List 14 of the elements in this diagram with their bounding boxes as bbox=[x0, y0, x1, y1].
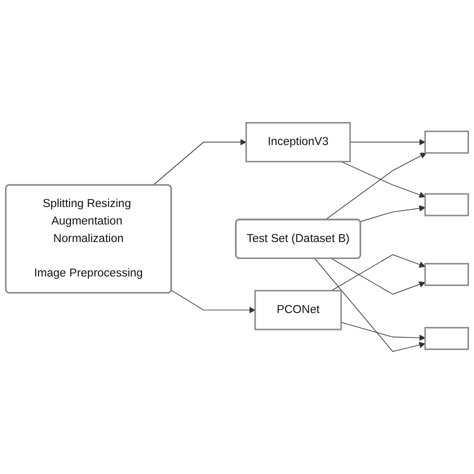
node-box bbox=[424, 193, 469, 216]
arrow bbox=[350, 138, 426, 146]
node-box bbox=[424, 326, 469, 350]
node-box: PCONet bbox=[254, 290, 342, 330]
arrow bbox=[152, 138, 246, 186]
arrow bbox=[314, 258, 426, 352]
arrow bbox=[340, 322, 426, 341]
node-box: InceptionV3 bbox=[245, 122, 351, 162]
arrow bbox=[171, 290, 256, 314]
arrow bbox=[360, 205, 426, 222]
arrow bbox=[340, 161, 426, 198]
node-box bbox=[424, 130, 469, 154]
node-box bbox=[424, 262, 469, 286]
arrow bbox=[325, 152, 426, 220]
